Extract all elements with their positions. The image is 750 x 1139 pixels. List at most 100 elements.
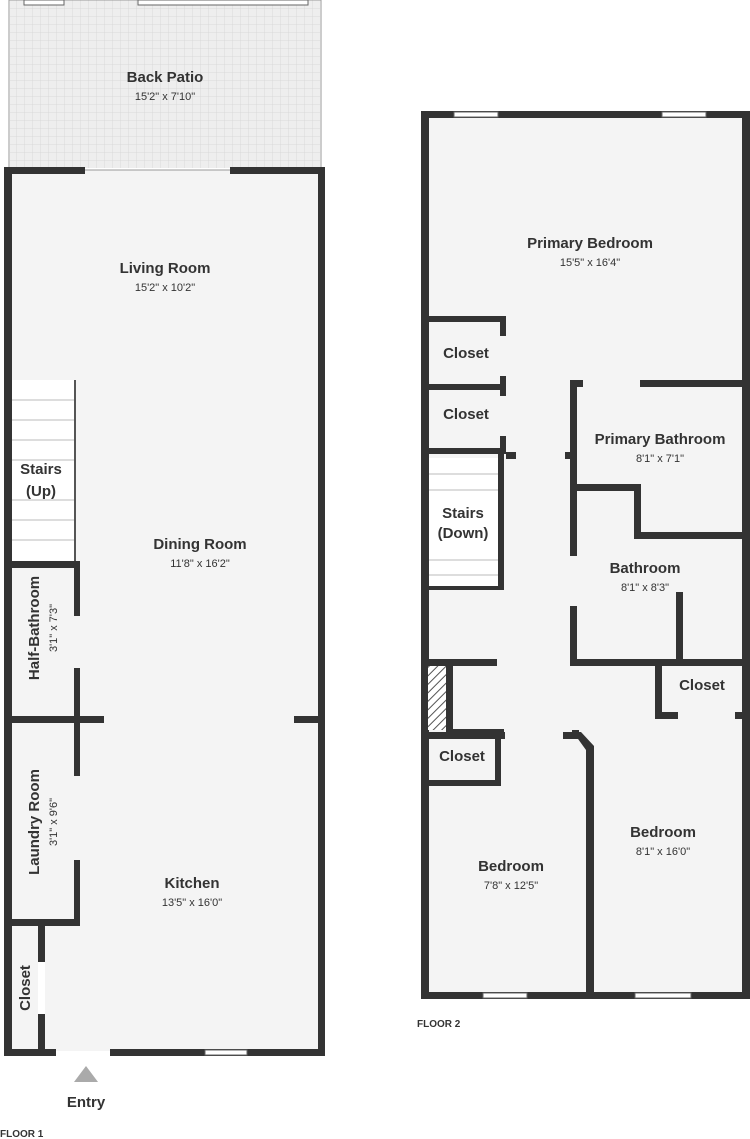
wall xyxy=(742,111,750,998)
wall xyxy=(425,659,497,666)
wall xyxy=(429,586,504,590)
stairs-down-label: Stairs xyxy=(442,505,484,522)
wall xyxy=(572,730,579,734)
closet-label: Closet xyxy=(439,748,485,765)
wall xyxy=(570,380,577,480)
closet-label: Closet xyxy=(443,345,489,362)
linen-hatch xyxy=(428,664,446,730)
primary-bathroom-dims: 8'1" x 7'1" xyxy=(636,453,684,465)
entry-label: Entry xyxy=(67,1094,106,1111)
stair-rail xyxy=(74,380,76,563)
wall xyxy=(676,592,683,664)
wall xyxy=(565,452,577,459)
floor-1-interior xyxy=(10,170,320,1051)
window xyxy=(453,111,499,118)
wall xyxy=(294,716,322,723)
floor-1: Back Patio 15'2" x 7'10" Living Room 15'… xyxy=(0,0,325,1139)
wall xyxy=(500,316,506,336)
half-bathroom-label: Half-Bathroom xyxy=(26,576,43,680)
wall xyxy=(425,448,506,454)
back-patio-area xyxy=(10,0,320,168)
floor-2-label: FLOOR 2 xyxy=(417,1019,461,1030)
wall xyxy=(74,860,80,926)
wall xyxy=(495,734,501,786)
stair-treads xyxy=(429,473,500,576)
wall xyxy=(421,111,749,118)
stairs-up-area xyxy=(12,380,76,563)
wall xyxy=(577,484,640,491)
wall xyxy=(5,167,85,174)
floor-1-label: FLOOR 1 xyxy=(0,1129,44,1139)
back-patio-label: Back Patio xyxy=(127,69,204,86)
laundry-room-dims: 3'1" x 9'6" xyxy=(48,798,60,846)
dining-room-dims: 11'8" x 16'2" xyxy=(170,558,230,570)
wall xyxy=(8,561,80,568)
wall xyxy=(74,561,80,616)
stair-treads xyxy=(12,399,75,541)
window xyxy=(23,0,65,6)
wall xyxy=(425,780,497,786)
wall xyxy=(563,732,579,739)
wall xyxy=(425,732,505,739)
wall xyxy=(74,718,80,776)
kitchen-label: Kitchen xyxy=(164,875,219,892)
wall xyxy=(500,376,506,396)
wall xyxy=(634,484,641,538)
bathroom-dims: 8'1" x 8'3" xyxy=(621,582,669,594)
wall xyxy=(421,992,750,999)
living-room-dims: 15'2" x 10'2" xyxy=(135,282,195,294)
wall xyxy=(573,732,594,996)
stairs-up-label-2: (Up) xyxy=(26,483,56,500)
floor-2: Primary Bedroom 15'5" x 16'4" Closet Clo… xyxy=(417,111,750,1030)
window xyxy=(137,0,309,6)
wall xyxy=(735,712,748,719)
closet-label: Closet xyxy=(443,406,489,423)
wall xyxy=(4,1049,56,1056)
wall xyxy=(655,712,678,719)
wall xyxy=(421,111,429,998)
bedroom-dims: 8'1" x 16'0" xyxy=(636,846,690,858)
wall xyxy=(74,668,80,722)
window xyxy=(634,992,692,999)
bedroom-label: Bedroom xyxy=(478,858,544,875)
wall xyxy=(570,606,577,666)
closet-door-opening xyxy=(38,962,45,1014)
wall xyxy=(570,480,577,556)
stairs-down-label-2: (Down) xyxy=(438,525,489,542)
living-room-label: Living Room xyxy=(120,260,211,277)
wall xyxy=(8,716,104,723)
wall xyxy=(655,659,662,719)
window xyxy=(482,992,528,999)
stairs-up-label: Stairs xyxy=(20,461,62,478)
primary-bathroom-label: Primary Bathroom xyxy=(595,431,726,448)
stairs-down-area xyxy=(429,458,501,588)
closet-label: Closet xyxy=(17,965,34,1011)
wall xyxy=(318,167,325,1054)
wall xyxy=(425,316,506,322)
kitchen-dims: 13'5" x 16'0" xyxy=(162,897,222,909)
wall xyxy=(425,384,506,390)
wall xyxy=(230,167,325,174)
dining-room-label: Dining Room xyxy=(153,536,246,553)
bedroom-dims: 7'8" x 12'5" xyxy=(484,880,538,892)
wall xyxy=(4,167,12,1054)
primary-bedroom-label: Primary Bedroom xyxy=(527,235,653,252)
wall xyxy=(506,452,516,459)
bedroom-label: Bedroom xyxy=(630,824,696,841)
wall xyxy=(498,454,504,590)
closet-label: Closet xyxy=(679,677,725,694)
laundry-room-label: Laundry Room xyxy=(26,769,43,875)
wall xyxy=(500,436,506,454)
window xyxy=(204,1049,248,1056)
back-patio-dims: 15'2" x 7'10" xyxy=(135,91,195,103)
wall xyxy=(640,380,748,387)
patio-outline xyxy=(8,0,322,171)
bathroom-label: Bathroom xyxy=(610,560,681,577)
wall xyxy=(634,532,748,539)
wall xyxy=(446,659,453,733)
entry-arrow-icon xyxy=(74,1066,98,1082)
window xyxy=(661,111,707,118)
half-bathroom-dims: 3'1" x 7'3" xyxy=(48,604,60,652)
primary-bedroom-dims: 15'5" x 16'4" xyxy=(560,257,620,269)
